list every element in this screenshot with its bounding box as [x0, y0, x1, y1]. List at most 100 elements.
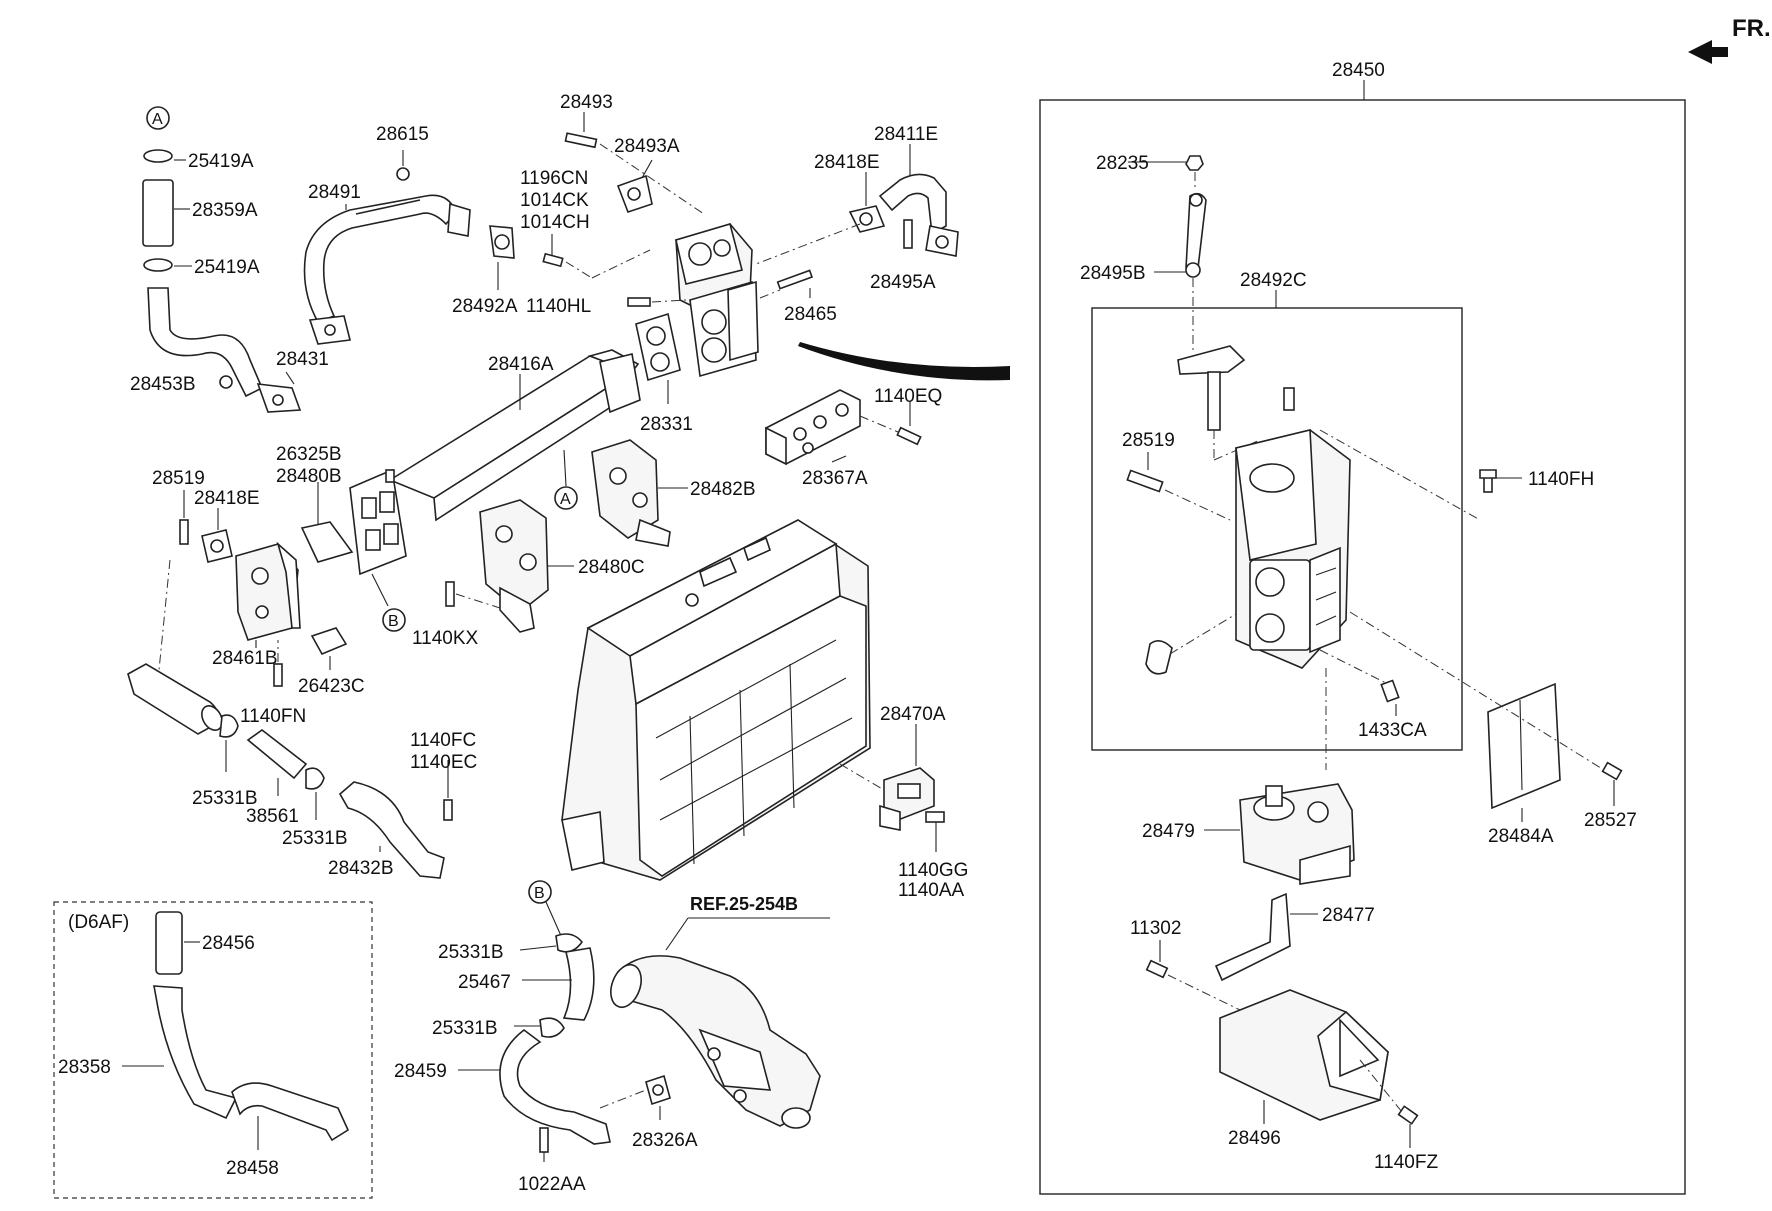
- callout-28367A: 28367A: [802, 468, 868, 489]
- callout-28479: 28479: [1142, 821, 1195, 842]
- sub-assembly-box-28492C: [1091, 307, 1463, 751]
- callout-28456: 28456: [202, 933, 255, 954]
- hose-38561: [246, 729, 308, 780]
- hose-28359A: [142, 179, 174, 247]
- hose-group-b: B 25331B 25467 25331B 28459 1022AA 28326…: [394, 880, 698, 1195]
- callout-25331B-2: 25331B: [282, 828, 348, 849]
- callout-1433CA: 1433CA: [1358, 720, 1427, 741]
- callout-28491: 28491: [308, 182, 361, 203]
- clamp-25331B-4: [539, 1017, 565, 1038]
- pipe-28458: [231, 1082, 350, 1142]
- clip-26423C: [310, 627, 348, 656]
- front-direction-indicator: FR.: [1688, 15, 1771, 64]
- callout-28418E-left: 28418E: [194, 488, 260, 509]
- cover-28480B: [300, 521, 354, 563]
- callout-28458: 28458: [226, 1158, 279, 1179]
- callout-28235: 28235: [1096, 153, 1149, 174]
- callout-28492A: 28492A: [452, 296, 518, 317]
- bracket-28482B: [591, 439, 671, 547]
- actuator-rod: [1207, 371, 1221, 431]
- callout-28411E: 28411E: [874, 124, 938, 145]
- callout-28359A: 28359A: [192, 200, 258, 221]
- egr-pipe-28491: 28491: [303, 182, 471, 345]
- callout-26325B: 26325B: [276, 444, 342, 465]
- bolt-1140EQ: [896, 426, 922, 446]
- intake-elbow-ref: [610, 955, 821, 1129]
- pipe-28358: [153, 985, 238, 1120]
- callout-28519-right: 28519: [1122, 430, 1175, 451]
- nut-28453B: [219, 375, 233, 389]
- bolt-28495A: [903, 219, 913, 249]
- callout-28615: 28615: [376, 124, 429, 145]
- callout-28461B: 28461B: [212, 648, 278, 669]
- sensor-28470A: [879, 767, 935, 831]
- d6af-variant-group: (D6AF) 28456 28358 28458: [53, 901, 373, 1199]
- callout-28480C: 28480C: [578, 557, 645, 578]
- hose-28456: [155, 911, 183, 975]
- bracket-28480C: [479, 499, 549, 633]
- pointer-to-assembly: [798, 342, 1010, 381]
- callout-11302: 11302: [1130, 918, 1181, 939]
- callout-28493A: 28493A: [614, 136, 680, 157]
- nut-28235: [1185, 155, 1204, 171]
- clamp-25419A-lower: [143, 258, 173, 272]
- callout-25419A-lower: 25419A: [194, 257, 260, 278]
- callout-1140FZ: 1140FZ: [1374, 1152, 1438, 1173]
- pin-1433CA: [1380, 679, 1400, 703]
- callout-28416A: 28416A: [488, 354, 554, 375]
- egr-valve-body: [1235, 428, 1351, 669]
- bolt-1140GG: [925, 811, 945, 823]
- bracket-28367A: [765, 389, 861, 466]
- callout-26423C: 26423C: [298, 676, 365, 697]
- clamp-25331B-2: [305, 767, 325, 790]
- callout-25419A-upper: 25419A: [188, 151, 254, 172]
- variant-label: (D6AF): [68, 912, 129, 933]
- callout-28496: 28496: [1228, 1128, 1281, 1149]
- stud-28519-right: [1126, 469, 1164, 493]
- callout-1140EQ: 1140EQ: [874, 386, 942, 407]
- nut-28615: [396, 167, 410, 181]
- callout-28431: 28431: [276, 349, 329, 370]
- egr-valve-assembly-group: 28450 28492C 28235 28495B 28519: [1039, 60, 1686, 1195]
- callout-1140FC: 1140FC: [410, 730, 476, 751]
- pipe-28453B: [147, 287, 264, 398]
- bolt-28465: [776, 269, 814, 290]
- pipe-28432B: [338, 781, 445, 879]
- callout-28459: 28459: [394, 1061, 447, 1082]
- clamp-25331B-3: [555, 933, 584, 953]
- variant-box-d6af: [53, 901, 373, 1199]
- marker-a-cooler: [554, 486, 578, 510]
- marker-a-top-label: A: [152, 111, 163, 128]
- callout-28484A: 28484A: [1488, 826, 1554, 847]
- callout-1014CH: 1014CH: [520, 212, 590, 233]
- callout-28482B: 28482B: [690, 479, 756, 500]
- gasket-plate-28484A: [1487, 682, 1561, 810]
- callout-28495B: 28495B: [1080, 263, 1146, 284]
- clamp-25419A-upper: [143, 149, 173, 163]
- callout-28450: 28450: [1332, 60, 1385, 81]
- assembly-box-28450: [1039, 99, 1686, 1195]
- callout-28493: 28493: [560, 92, 613, 113]
- callout-1140AA: 1140AA: [898, 880, 965, 901]
- callout-28519-left: 28519: [152, 468, 205, 489]
- callout-25331B-3: 25331B: [438, 942, 504, 963]
- callout-25467: 25467: [458, 972, 511, 993]
- bracket-28477: [1214, 892, 1291, 982]
- bolt-1140FN: [273, 663, 283, 687]
- callout-28527: 28527: [1584, 810, 1637, 831]
- callout-1140FH: 1140FH: [1528, 469, 1594, 490]
- clamp-25331B-1: [219, 714, 239, 738]
- bolt-1140FZ: [1397, 1105, 1419, 1125]
- callout-1022AA: 1022AA: [518, 1174, 586, 1195]
- callout-1140HL: 1140HL: [526, 296, 591, 317]
- callout-28480B: 28480B: [276, 466, 342, 487]
- callout-28418E-top: 28418E: [814, 152, 880, 173]
- callout-28465: 28465: [784, 304, 837, 325]
- bolt-1140KX: [445, 581, 455, 607]
- callout-28331: 28331: [640, 414, 693, 435]
- callout-28477: 28477: [1322, 905, 1375, 926]
- callout-28453B: 28453B: [130, 374, 196, 395]
- bolt-1022AA: [539, 1127, 549, 1153]
- marker-b-lower: [528, 880, 552, 904]
- callout-1140KX: 1140KX: [412, 628, 479, 649]
